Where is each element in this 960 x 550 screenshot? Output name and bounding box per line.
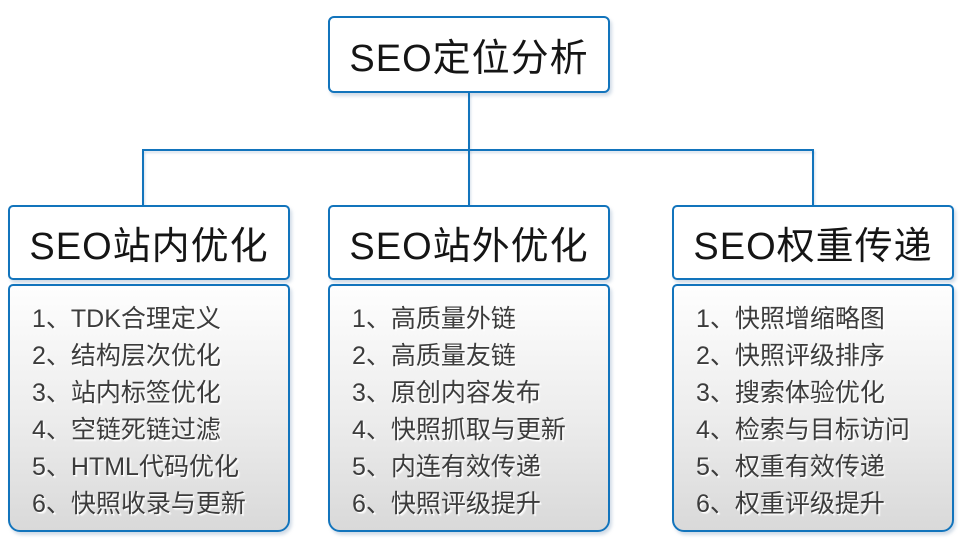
column-weight-header: SEO权重传递 (672, 205, 954, 280)
column-onsite-list: 1、TDK合理定义 2、结构层次优化 3、站内标签优化 4、空链死链过滤 5、H… (8, 284, 290, 532)
list-item: 3、站内标签优化 (32, 379, 221, 407)
list-item: 4、空链死链过滤 (32, 416, 221, 444)
column-offsite-title: SEO站外优化 (349, 226, 589, 268)
list-item: 3、搜索体验优化 (696, 379, 885, 407)
column-offsite-header: SEO站外优化 (328, 205, 610, 280)
column-onsite-optimization: SEO站内优化 1、TDK合理定义 2、结构层次优化 3、站内标签优化 4、空链… (8, 205, 290, 532)
list-item: 4、快照抓取与更新 (352, 416, 566, 444)
list-item: 3、原创内容发布 (352, 379, 541, 407)
column-weight-title: SEO权重传递 (693, 226, 933, 268)
root-node-title: SEO定位分析 (349, 38, 589, 80)
list-item: 1、TDK合理定义 (32, 305, 221, 333)
column-offsite-list: 1、高质量外链 2、高质量友链 3、原创内容发布 4、快照抓取与更新 5、内连有… (328, 284, 610, 532)
list-item: 6、权重评级提升 (696, 490, 885, 518)
column-onsite-header: SEO站内优化 (8, 205, 290, 280)
column-weight-list: 1、快照增缩略图 2、快照评级排序 3、搜索体验优化 4、检索与目标访问 5、权… (672, 284, 954, 532)
list-item: 2、结构层次优化 (32, 342, 221, 370)
list-item: 1、高质量外链 (352, 305, 516, 333)
list-item: 6、快照收录与更新 (32, 490, 246, 518)
list-item: 1、快照增缩略图 (696, 305, 885, 333)
column-weight-transfer: SEO权重传递 1、快照增缩略图 2、快照评级排序 3、搜索体验优化 4、检索与… (672, 205, 954, 532)
list-item: 6、快照评级提升 (352, 490, 541, 518)
list-item: 5、内连有效传递 (352, 453, 541, 481)
root-node-seo-positioning: SEO定位分析 (328, 16, 610, 93)
connector-drop-left (142, 150, 144, 206)
connector-drop-center (468, 150, 470, 206)
list-item: 4、检索与目标访问 (696, 416, 910, 444)
list-item: 2、快照评级排序 (696, 342, 885, 370)
connector-horizontal-bus (142, 149, 814, 151)
connector-drop-right (812, 150, 814, 206)
list-item: 5、HTML代码优化 (32, 453, 239, 481)
column-offsite-optimization: SEO站外优化 1、高质量外链 2、高质量友链 3、原创内容发布 4、快照抓取与… (328, 205, 610, 532)
column-onsite-title: SEO站内优化 (29, 226, 269, 268)
list-item: 5、权重有效传递 (696, 453, 885, 481)
connector-root-stem (468, 93, 470, 150)
list-item: 2、高质量友链 (352, 342, 516, 370)
